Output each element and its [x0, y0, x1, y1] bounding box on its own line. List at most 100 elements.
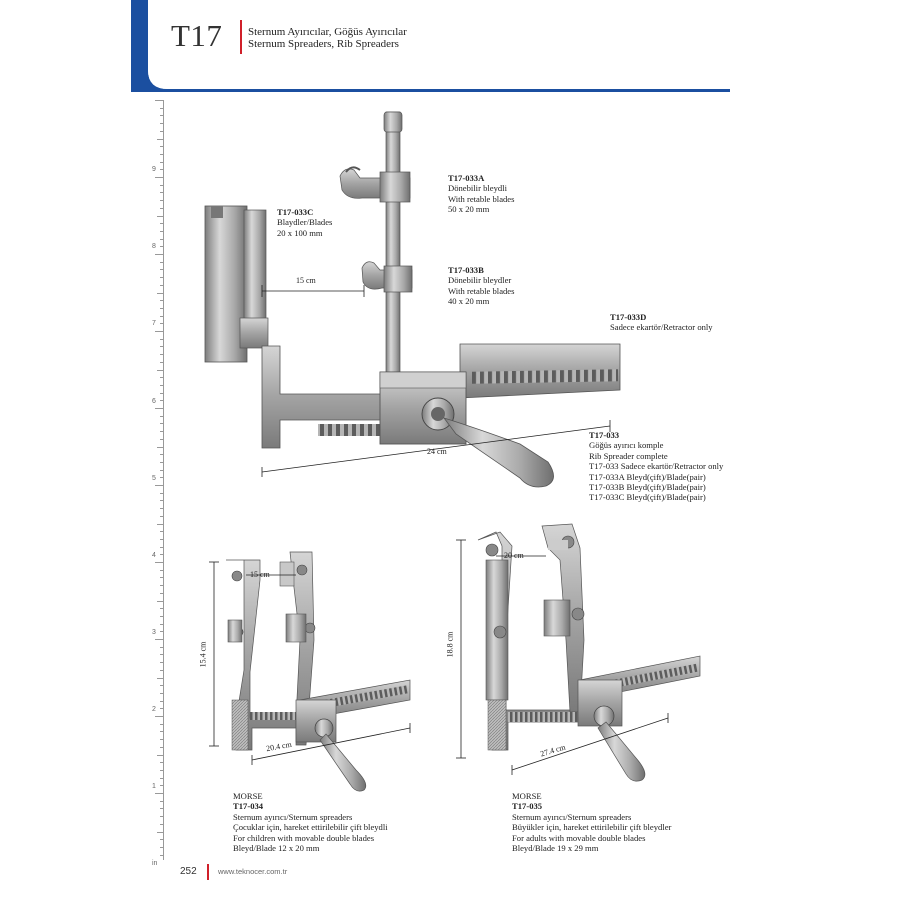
ruler-tick	[160, 377, 163, 379]
ruler-tick	[160, 469, 163, 471]
ruler-tick	[155, 485, 163, 486]
product-t17-033b: T17-033B Dönebilir bleydler With retable…	[448, 265, 514, 307]
ruler-tick	[160, 577, 163, 579]
product-t17-033a: T17-033A Dönebilir bleydli With retable …	[448, 173, 514, 215]
ruler-tick	[160, 300, 163, 302]
ruler-tick	[155, 254, 163, 255]
product-code: T17-034	[233, 801, 264, 812]
ruler-tick	[160, 461, 163, 463]
dimension-lines-t17-034	[209, 561, 411, 765]
header-title: Sternum Ayırıcılar, Göğüs Ayırıcılar Ste…	[248, 26, 407, 50]
sternum-spreader-t17-034	[226, 551, 411, 792]
product-code: T17-033B	[448, 265, 484, 275]
product-line: 20 x 100 mm	[277, 227, 323, 238]
ruler-tick	[160, 631, 163, 633]
product-t17-033c: T17-033C Blaydler/Blades 20 x 100 mm	[277, 207, 332, 238]
product-line: Bleyd/Blade 19 x 29 mm	[512, 843, 599, 854]
rib-spreader-t17-033	[204, 111, 621, 488]
ruler-tick	[157, 754, 163, 756]
ruler-tick	[160, 816, 163, 818]
ruler-tick	[160, 592, 163, 594]
ruler-tick	[160, 769, 163, 771]
ruler-tick	[160, 454, 163, 456]
ruler-tick	[160, 230, 163, 232]
dimension-lines-t17-035	[456, 539, 669, 775]
sternum-spreader-t17-035	[477, 523, 701, 782]
ruler-tick	[160, 146, 163, 148]
ruler-tick	[155, 177, 163, 178]
ruler-tick	[157, 831, 163, 833]
catalog-code: T17	[171, 18, 223, 53]
product-line: Bleyd/Blade 12 x 20 mm	[233, 843, 320, 854]
ruler-tick	[157, 523, 163, 525]
ruler-tick	[160, 477, 163, 479]
product-code: T17-033C	[277, 207, 314, 217]
ruler-tick	[160, 415, 163, 417]
ruler-tick	[157, 292, 163, 294]
ruler-tick	[160, 746, 163, 748]
ruler-tick	[160, 361, 163, 363]
dimension-label-15cm-small: 15 cm	[250, 570, 270, 579]
ruler-tick	[160, 246, 163, 248]
ruler-tick	[160, 569, 163, 571]
ruler-tick	[155, 562, 163, 563]
ruler-tick	[160, 261, 163, 263]
ruler-label: 8	[152, 243, 156, 250]
ruler-tick	[160, 323, 163, 325]
ruler-tick	[160, 338, 163, 340]
ruler-label: in	[152, 860, 158, 867]
product-line: Rib Spreader complete	[589, 450, 668, 461]
product-line: T17-033C Bleyd(çift)/Blade(pair)	[589, 492, 706, 503]
product-t17-033d: T17-033D Sadece ekartör/Retractor only	[610, 312, 713, 333]
dimension-label-15-4cm: 15.4 cm	[198, 641, 208, 668]
ruler-tick	[155, 639, 163, 640]
ruler-tick	[160, 192, 163, 194]
product-t17-035: MORSE T17-035 Sternum ayırıcı/Sternum sp…	[512, 791, 671, 853]
ruler-tick	[160, 492, 163, 494]
product-line: 50 x 20 mm	[448, 204, 490, 215]
product-line: For adults with movable double blades	[512, 832, 646, 843]
ruler-tick	[160, 615, 163, 617]
product-line: Göğüs ayırıcı komple	[589, 440, 664, 451]
ruler-tick	[157, 600, 163, 602]
ruler-tick	[160, 546, 163, 548]
header-title-en: Sternum Spreaders, Rib Spreaders	[248, 38, 399, 50]
ruler-tick	[160, 384, 163, 386]
ruler-tick	[160, 723, 163, 725]
dimension-label-24cm: 24 cm	[427, 447, 447, 456]
ruler-tick	[160, 508, 163, 510]
ruler-tick	[160, 623, 163, 625]
ruler-tick	[160, 315, 163, 317]
ruler-label: 1	[152, 783, 156, 790]
ruler-tick	[160, 346, 163, 348]
ruler-tick	[160, 808, 163, 810]
ruler-tick	[160, 554, 163, 556]
footer-website-link[interactable]: www.teknocer.com.tr	[218, 867, 288, 876]
ruler-tick	[160, 223, 163, 225]
ruler-tick	[160, 130, 163, 132]
ruler-tick	[160, 392, 163, 394]
ruler-tick	[160, 700, 163, 702]
ruler-tick	[160, 692, 163, 694]
ruler-tick	[160, 277, 163, 279]
ruler-tick	[160, 839, 163, 841]
ruler-tick	[160, 515, 163, 517]
ruler-tick	[160, 646, 163, 648]
product-line: Büyükler için, hareket ettirilebilir çif…	[512, 822, 672, 833]
product-line: With retable blades	[448, 285, 515, 296]
ruler-label: 4	[152, 552, 156, 559]
ruler-tick	[157, 215, 163, 217]
ruler-label: 3	[152, 629, 156, 636]
product-line: Sternum ayırıcı/Sternum spreaders	[233, 811, 353, 822]
product-line: Çocuklar için, hareket ettirilebilir çif…	[233, 822, 388, 833]
ruler-tick	[160, 854, 163, 856]
ruler-tick	[155, 716, 163, 717]
ruler-tick	[160, 531, 163, 533]
ruler-tick	[160, 200, 163, 202]
ruler-tick	[155, 793, 163, 794]
ruler-tick	[160, 284, 163, 286]
header-title-tr: Sternum Ayırıcılar, Göğüs Ayırıcılar	[248, 26, 407, 38]
ruler-tick	[160, 207, 163, 209]
header-accent-bar	[240, 20, 242, 54]
ruler-tick	[160, 608, 163, 610]
